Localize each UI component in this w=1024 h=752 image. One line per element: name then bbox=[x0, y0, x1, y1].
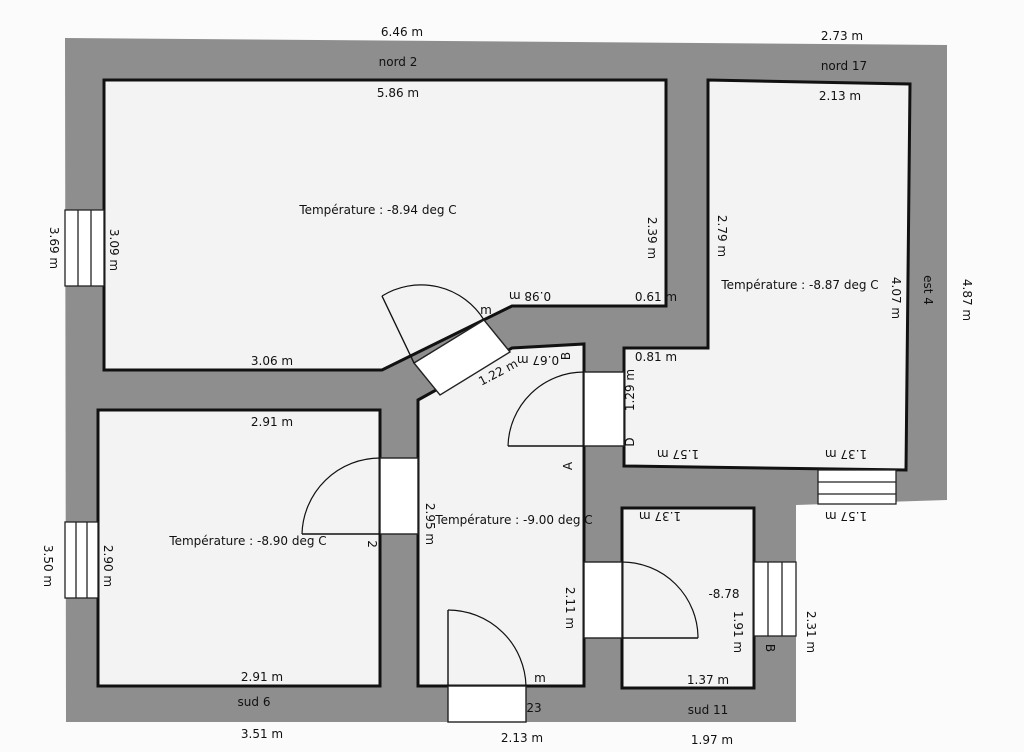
markers: A B B D 2 m 23 m bbox=[365, 303, 777, 715]
room-2-labels: 2.13 m 2.79 m 4.07 m 0.81 m 1.29 m 1.57 … bbox=[623, 89, 903, 461]
facade-est: est 4 bbox=[921, 275, 935, 305]
room-5-temperature: -8.78 bbox=[708, 587, 739, 601]
room-2-left-dim: 2.79 m bbox=[715, 215, 729, 257]
window-south-east bbox=[753, 561, 797, 637]
door-swing-hall-east bbox=[507, 371, 585, 447]
facade-sud-right: sud 11 bbox=[688, 703, 729, 717]
room-1-bottom-dim: 3.06 m bbox=[251, 354, 293, 368]
door-swing-south-east bbox=[621, 561, 699, 639]
room-2-temperature: Température : -8.87 deg C bbox=[720, 278, 878, 292]
door-swing-north-west bbox=[381, 284, 485, 321]
outer-dimensions: 6.46 m 2.73 m 3.69 m 3.50 m 4.87 m 2.31 … bbox=[41, 25, 974, 747]
dim-left-upper: 3.69 m bbox=[47, 227, 61, 269]
window-east bbox=[817, 469, 897, 505]
dim-left-lower: 3.50 m bbox=[41, 545, 55, 587]
room-2-bottom-right-dim: 1.37 m bbox=[825, 447, 867, 461]
room-3-bottom-dim: 2.91 m bbox=[241, 670, 283, 684]
room-5-bottom-dim: 1.37 m bbox=[687, 673, 729, 687]
room-4-temperature: Température : -9.00 deg C bbox=[434, 513, 592, 527]
marker-a: A bbox=[561, 461, 575, 470]
room-1-top-dim: 5.86 m bbox=[377, 86, 419, 100]
marker-frag-m: m bbox=[480, 303, 492, 317]
doors bbox=[301, 284, 699, 687]
windows bbox=[64, 209, 897, 637]
dim-right-upper: 4.87 m bbox=[960, 279, 974, 321]
room-3-top-dim: 2.91 m bbox=[251, 415, 293, 429]
dim-bottom-right: 1.97 m bbox=[691, 733, 733, 747]
room-4-top-dim: 0.67 m bbox=[517, 353, 559, 367]
opening-hall-north-west bbox=[412, 319, 512, 396]
facade-nord-right: nord 17 bbox=[821, 59, 867, 73]
dim-top-left: 6.46 m bbox=[381, 25, 423, 39]
room-4-right-dim: 2.11 m bbox=[563, 587, 577, 629]
dim-top-right: 2.73 m bbox=[821, 29, 863, 43]
room-4-labels: 1.22 m 0.67 m 2.95 m 2.11 m Température … bbox=[423, 353, 593, 629]
room-2-right-dim: 4.07 m bbox=[889, 277, 903, 319]
room-1-labels: 5.86 m 3.09 m 2.39 m 3.06 m 0.98 m 0.61 … bbox=[107, 86, 677, 368]
room-north-west bbox=[102, 78, 668, 372]
room-north-east bbox=[622, 78, 912, 472]
opening-front-entrance bbox=[447, 685, 527, 723]
room-2-door-dim: 1.29 m bbox=[623, 369, 637, 411]
room-2-top-dim: 2.13 m bbox=[819, 89, 861, 103]
room-5-right-dim: 1.91 m bbox=[731, 611, 745, 653]
openings bbox=[379, 319, 625, 723]
marker-frag-2: 2 bbox=[365, 540, 379, 548]
door-swing-entrance bbox=[447, 609, 527, 687]
room-south-west bbox=[96, 408, 382, 688]
room-3-labels: 2.91 m 2.90 m 2.91 m Température : -8.90… bbox=[101, 415, 327, 684]
marker-frag-23: 23 bbox=[526, 701, 541, 715]
dim-right-step: 1.57 m bbox=[825, 509, 867, 523]
room-1-temperature: Température : -8.94 deg C bbox=[298, 203, 456, 217]
rooms bbox=[96, 78, 912, 690]
room-1-left-dim: 3.09 m bbox=[107, 229, 121, 271]
room-1-right-dim: 2.39 m bbox=[645, 217, 659, 259]
opening-hall-north-east bbox=[583, 371, 625, 447]
door-leaf-north-west bbox=[381, 295, 415, 364]
room-5-labels: 1.37 m 1.91 m 1.37 m -8.78 bbox=[639, 509, 745, 687]
room-4-left-dim: 2.95 m bbox=[423, 503, 437, 545]
room-3-temperature: Température : -8.90 deg C bbox=[168, 534, 326, 548]
marker-d: D bbox=[623, 437, 637, 446]
window-west-upper bbox=[64, 209, 105, 287]
dim-bottom-left: 3.51 m bbox=[241, 727, 283, 741]
opening-hall-south-east bbox=[583, 561, 623, 639]
room-2-notch-dim: 0.81 m bbox=[635, 350, 677, 364]
facade-nord-left: nord 2 bbox=[379, 55, 418, 69]
window-west-lower bbox=[64, 521, 99, 599]
room-2-bottom-left-dim: 1.57 m bbox=[657, 447, 699, 461]
marker-frag-m2: m bbox=[534, 671, 546, 685]
room-5-top-dim: 1.37 m bbox=[639, 509, 681, 523]
room-1-diag-dim: 0.98 m bbox=[509, 289, 551, 303]
room-3-left-dim: 2.90 m bbox=[101, 545, 115, 587]
facade-sud-left: sud 6 bbox=[238, 695, 271, 709]
door-swing-south-west bbox=[301, 457, 381, 535]
facade-labels: nord 2 nord 17 est 4 sud 6 sud 11 bbox=[238, 55, 935, 717]
marker-b-top: B bbox=[559, 352, 573, 360]
opening-south-west-hall bbox=[379, 457, 419, 535]
dim-bottom-mid: 2.13 m bbox=[501, 731, 543, 745]
dim-right-lower: 2.31 m bbox=[804, 611, 818, 653]
room-1-ledge-dim: 0.61 m bbox=[635, 290, 677, 304]
marker-b-side: B bbox=[763, 644, 777, 652]
